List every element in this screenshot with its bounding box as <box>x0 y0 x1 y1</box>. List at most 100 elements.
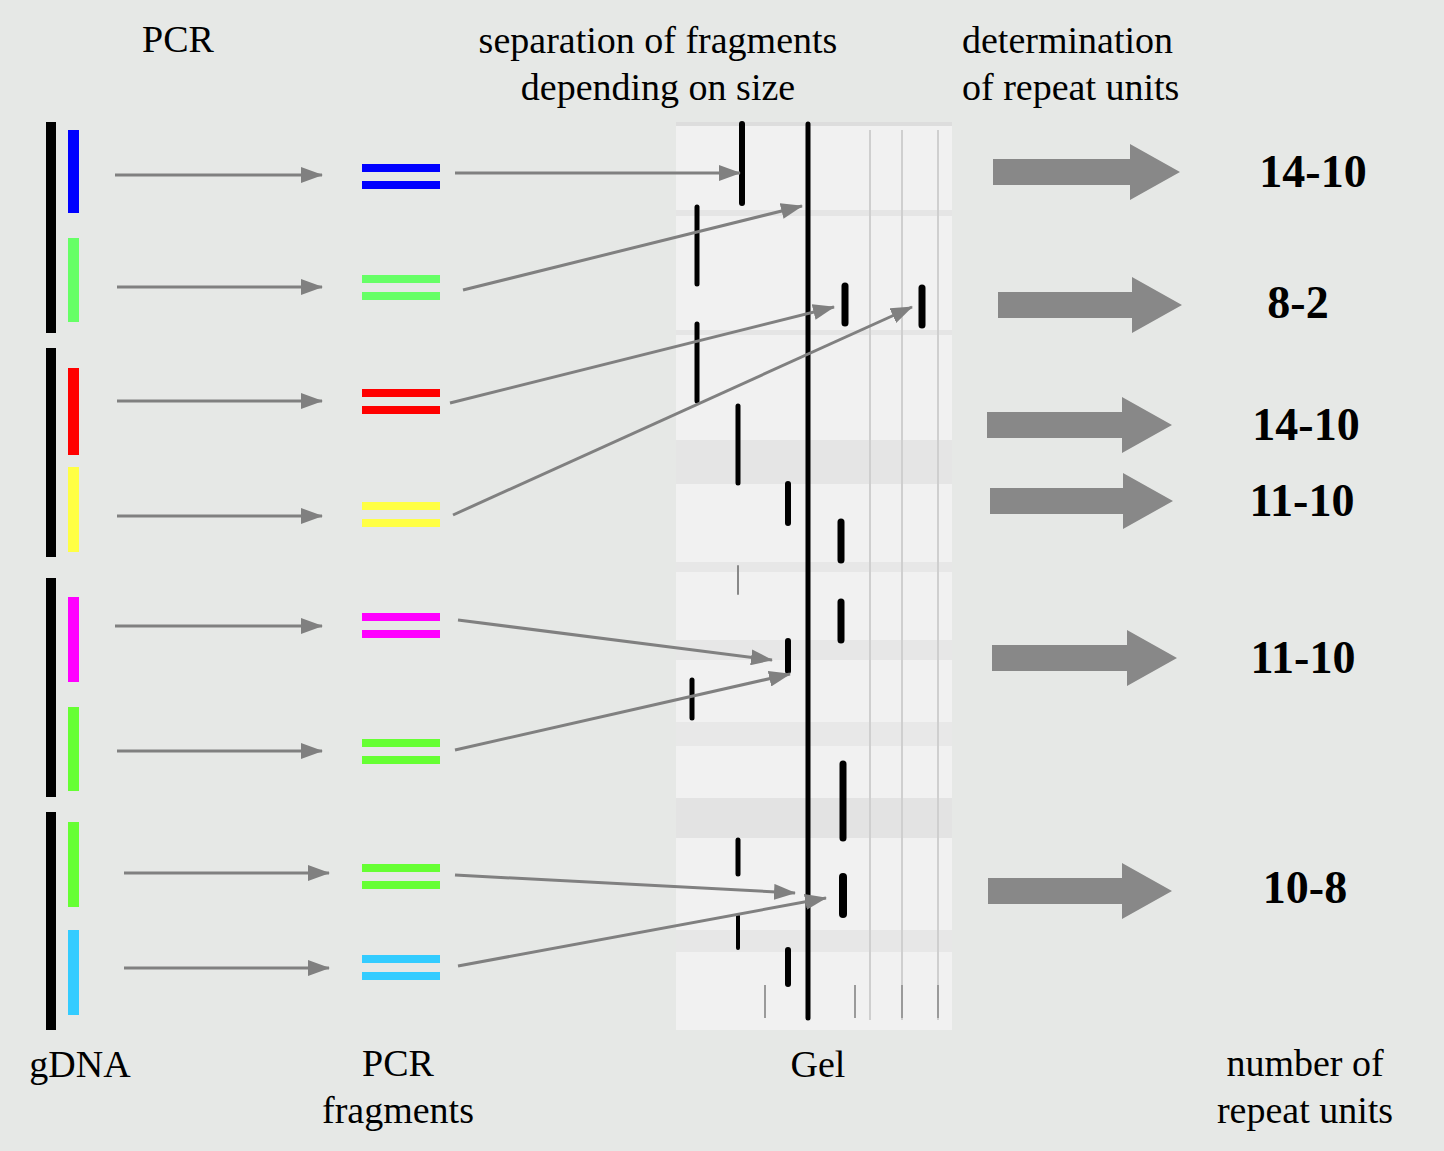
repeat-count: 11-10 <box>1218 629 1388 687</box>
pcr-fragment <box>362 972 440 980</box>
gdna-bar <box>46 122 56 333</box>
gel-band <box>785 641 791 671</box>
gel-row <box>676 330 952 335</box>
column-heading: determination of repeat units <box>962 17 1197 112</box>
gel-lane <box>901 985 903 1018</box>
pcr-fragment <box>362 519 440 527</box>
pcr-arrow <box>117 286 322 289</box>
locus-bar <box>68 930 79 1015</box>
gel-arrow <box>455 172 740 175</box>
pcr-fragment <box>362 864 440 872</box>
gel-band <box>736 840 741 874</box>
pcr-fragment <box>362 955 440 963</box>
locus-bar <box>68 707 79 791</box>
column-caption: gDNA <box>5 1041 155 1089</box>
gel-row <box>676 210 952 216</box>
locus-bar <box>68 130 79 213</box>
gel-band <box>695 207 700 284</box>
column-caption: Gel <box>743 1041 893 1089</box>
repeat-count: 11-10 <box>1217 472 1387 530</box>
gel-arrow <box>458 620 772 660</box>
pcr-arrow <box>124 967 329 970</box>
result-arrow <box>987 397 1172 453</box>
column-caption: number of repeat units <box>1188 1040 1423 1135</box>
pcr-fragment <box>362 389 440 397</box>
pcr-fragment <box>362 164 440 172</box>
locus-bar <box>68 238 79 322</box>
gel-band <box>785 950 791 984</box>
gdna-bar <box>46 348 56 557</box>
result-arrow <box>993 144 1180 200</box>
pcr-fragment <box>362 756 440 764</box>
result-arrow <box>998 277 1182 333</box>
pcr-fragment <box>362 613 440 621</box>
repeat-count: 14-10 <box>1221 396 1391 454</box>
gel-band <box>737 566 739 594</box>
gdna-bar <box>46 578 56 797</box>
result-arrow <box>988 863 1172 919</box>
repeat-count: 10-8 <box>1220 859 1390 917</box>
gel-lane <box>764 985 766 1018</box>
locus-bar <box>68 368 79 455</box>
gel-arrow <box>450 307 834 403</box>
pcr-arrow <box>115 174 322 177</box>
pcr-arrow <box>117 750 322 753</box>
pcr-arrows <box>115 175 329 968</box>
pcr-arrow <box>115 625 322 628</box>
result-arrow <box>992 630 1177 686</box>
gel-lane <box>937 130 939 1020</box>
gel-band <box>736 916 740 948</box>
pcr-fragment <box>362 181 440 189</box>
locus-bar <box>68 467 79 552</box>
gel-band <box>919 288 926 325</box>
gel-band <box>695 324 700 401</box>
pcr-fragment <box>362 406 440 414</box>
gel-lane <box>937 985 939 1018</box>
gel-band <box>838 602 845 640</box>
gel-lane <box>869 130 871 1020</box>
result-arrows <box>987 144 1182 919</box>
pcr-arrow <box>117 400 322 403</box>
gel-band <box>785 484 791 523</box>
repeat-count: 14-10 <box>1228 143 1398 201</box>
pcr-fragment <box>362 502 440 510</box>
gel-lane <box>854 985 856 1018</box>
gel-arrows <box>450 173 912 966</box>
pcr-arrow <box>124 872 329 875</box>
repeat-count: 8-2 <box>1213 274 1383 332</box>
gel-arrow <box>458 898 826 966</box>
gel <box>676 122 952 1030</box>
gel-band <box>736 406 741 483</box>
locus-bar <box>68 822 79 907</box>
gel-band <box>838 522 845 560</box>
gel-arrow <box>455 674 790 750</box>
result-arrow <box>990 473 1173 529</box>
pcr-fragment <box>362 275 440 283</box>
pcr-fragment <box>362 881 440 889</box>
locus-bar <box>68 597 79 682</box>
gel-bands <box>692 124 922 1018</box>
gel-band <box>690 680 695 718</box>
size-ladder <box>806 124 811 1018</box>
gel-arrow <box>463 206 802 290</box>
gel-band <box>739 124 745 203</box>
gel-lane <box>901 130 903 1020</box>
gel-row <box>676 122 952 126</box>
gel-lanes <box>765 130 938 1020</box>
gel-rows <box>676 122 952 952</box>
gel-arrow <box>453 307 912 515</box>
gel-row <box>676 640 952 660</box>
column-heading: separation of fragments depending on siz… <box>448 17 868 112</box>
pcr-fragment <box>362 739 440 747</box>
pcr-fragment <box>362 292 440 300</box>
gdna-bar <box>46 812 56 1030</box>
gel-arrow <box>455 875 795 893</box>
gel-row <box>676 798 952 838</box>
gel-row <box>676 722 952 746</box>
column-caption: PCR fragments <box>313 1040 483 1135</box>
pcr-fragment <box>362 630 440 638</box>
column-heading: PCR <box>98 16 258 64</box>
